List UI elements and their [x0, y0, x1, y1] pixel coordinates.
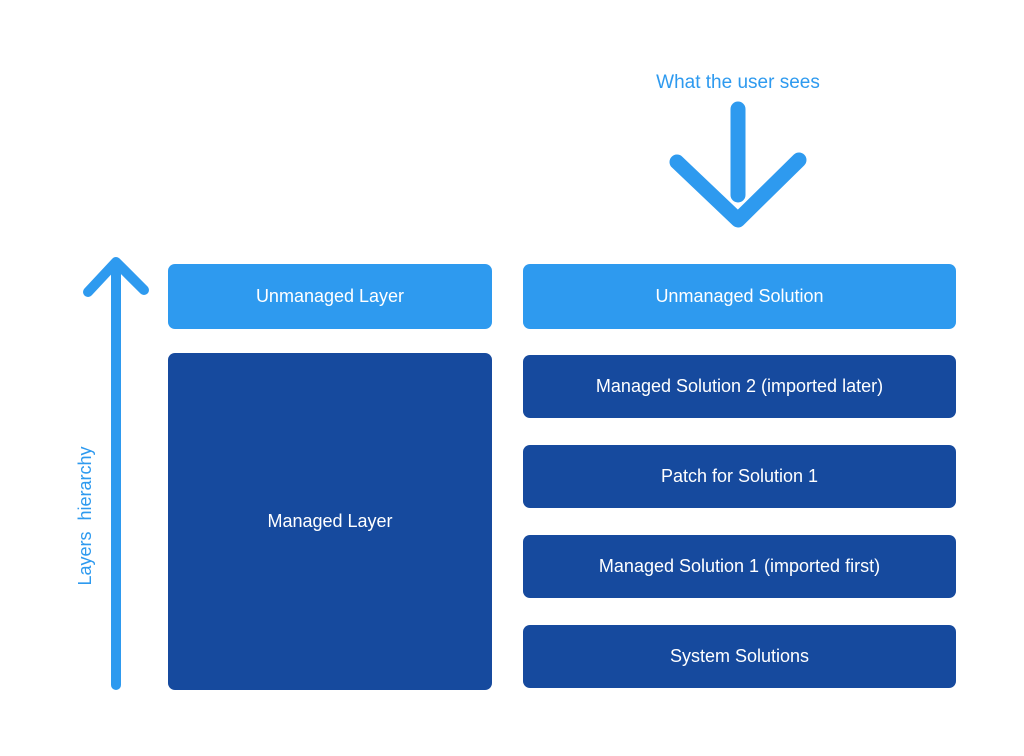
- layer-box-managed: Managed Layer: [168, 353, 492, 690]
- solution-box-system: System Solutions: [523, 625, 956, 688]
- up-arrow-icon: [83, 257, 149, 690]
- solution-box-managed-1-label: Managed Solution 1 (imported first): [598, 556, 881, 576]
- solution-box-patch-1-label: Patch for Solution 1: [660, 466, 819, 486]
- down-arrow-icon: [669, 101, 807, 228]
- what-user-sees-label: What the user sees: [656, 72, 820, 93]
- solution-box-unmanaged: Unmanaged Solution: [523, 264, 956, 329]
- solution-box-managed-2-label: Managed Solution 2 (imported later): [595, 376, 884, 396]
- solution-box-patch-1: Patch for Solution 1: [523, 445, 956, 508]
- solution-box-system-label: System Solutions: [669, 646, 810, 666]
- layers-hierarchy-label: Layers hierarchy: [75, 446, 95, 586]
- layer-box-unmanaged: Unmanaged Layer: [168, 264, 492, 329]
- solution-box-managed-1: Managed Solution 1 (imported first): [523, 535, 956, 598]
- layer-box-managed-label: Managed Layer: [267, 511, 393, 531]
- solution-box-unmanaged-label: Unmanaged Solution: [655, 286, 824, 306]
- layer-box-unmanaged-label: Unmanaged Layer: [255, 286, 405, 306]
- solution-box-managed-2: Managed Solution 2 (imported later): [523, 355, 956, 418]
